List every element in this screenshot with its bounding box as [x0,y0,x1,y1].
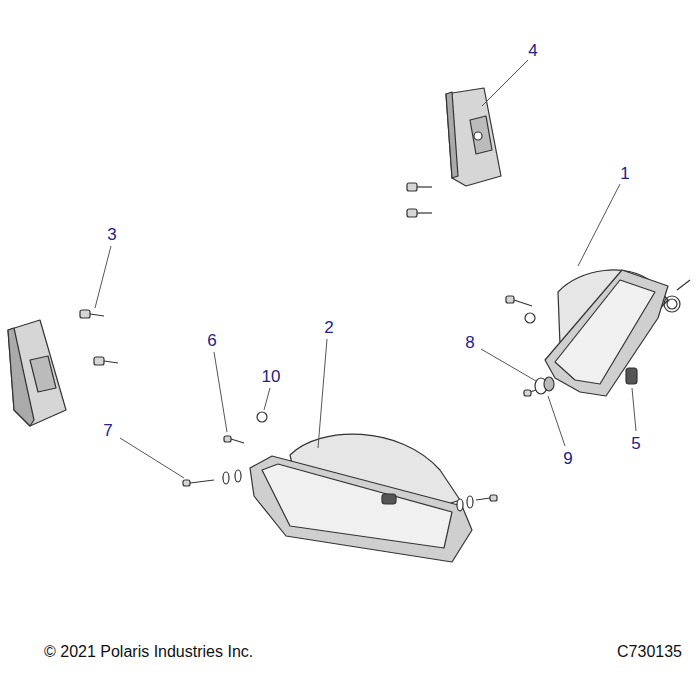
callout-number: 10 [262,368,281,385]
callout-number: 4 [528,42,537,59]
callout-number: 5 [631,435,640,452]
grommet [626,368,637,384]
screw [183,412,497,511]
headlight-left [250,434,472,562]
footer-note: © 2021 Polaris Industries Inc. [44,644,253,660]
grommet [382,494,396,504]
headlight-right [545,270,690,396]
callout-number: 8 [465,334,474,351]
callout-number: 2 [324,319,333,336]
footer-note: C730135 [617,644,682,660]
headlight-bracket [446,88,501,186]
callout-number: 6 [207,332,216,349]
washer [535,377,554,394]
callout-number: 9 [563,450,572,467]
callout-number: 3 [107,226,116,243]
bolt [80,310,118,365]
callout-number: 7 [103,422,112,439]
bolt [407,183,432,217]
leader-line [95,60,636,478]
headlight-bracket [8,320,66,426]
callout-number: 1 [620,165,629,182]
